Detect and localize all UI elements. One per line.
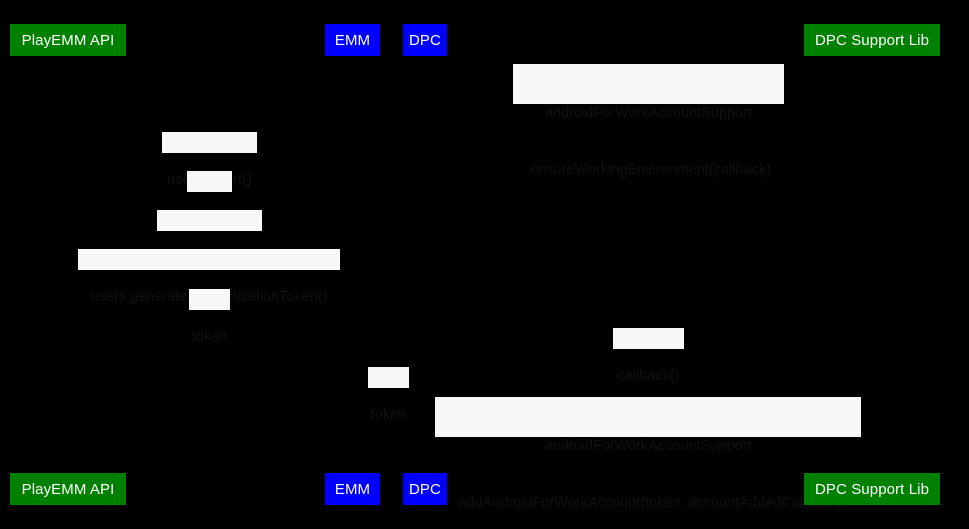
message-line-1: token <box>370 407 407 423</box>
actor-label-playemm-api-bottom: PlayEMM API <box>21 480 115 498</box>
message-arrow-users-insert <box>68 153 351 154</box>
message-arrow-users-update <box>68 231 351 232</box>
message-label-callback: callback() <box>613 328 684 384</box>
lifeline-dpc <box>424 56 425 473</box>
message-label-users-insert: users.insert() <box>162 132 257 188</box>
actor-box-dpc-support-lib-bottom[interactable]: DPC Support Lib <box>804 473 940 505</box>
message-label-token-to-emm: token <box>189 289 230 345</box>
actor-label-emm-bottom: EMM <box>334 480 371 498</box>
message-arrow-add-android-for-work-account <box>424 437 871 438</box>
message-line-2: .ensureWorkingEnvironment(callback) <box>526 162 771 178</box>
message-line-1: androidForWorkAccountSupport <box>544 438 752 454</box>
message-arrow-user-id <box>68 192 351 193</box>
lifeline-emm <box>351 56 352 473</box>
actor-box-emm-bottom[interactable]: EMM <box>325 473 380 505</box>
message-label-ensure-working-environment: androidForWorkAccountSupport .ensureWork… <box>513 64 784 178</box>
actor-box-dpc-bottom[interactable]: DPC <box>403 473 447 505</box>
message-line-1: token <box>191 329 228 345</box>
lifeline-dpc-support-lib <box>871 56 872 473</box>
message-label-users-generate-authentication-token: users.generateAuthenticationToken() <box>78 249 340 305</box>
actor-label-dpc-support-lib-top: DPC Support Lib <box>814 31 930 49</box>
message-label-add-android-for-work-account: androidForWorkAccountSupport .addAndroid… <box>435 397 861 511</box>
actor-box-playemm-api-top[interactable]: PlayEMM API <box>10 24 126 56</box>
lifeline-playemm-api <box>68 56 69 473</box>
actor-label-emm-top: EMM <box>334 31 371 49</box>
actor-box-dpc-top[interactable]: DPC <box>403 24 447 56</box>
message-arrow-users-generate-authentication-token <box>68 270 351 271</box>
message-line-2: .addAndroidForWorkAccount(token, account… <box>454 495 842 511</box>
actor-label-dpc-bottom: DPC <box>409 480 441 498</box>
message-label-token-to-dpc: token <box>368 367 409 423</box>
message-line-1: androidForWorkAccountSupport <box>545 105 752 121</box>
actor-label-dpc-support-lib-bottom: DPC Support Lib <box>814 480 930 498</box>
actor-label-dpc-top: DPC <box>409 31 441 49</box>
message-label-users-update: users.update() <box>157 210 262 266</box>
message-arrow-ensure-working-environment <box>424 104 871 105</box>
message-arrow-token-to-dpc <box>351 388 424 389</box>
actor-box-playemm-api-bottom[interactable]: PlayEMM API <box>10 473 126 505</box>
actor-box-dpc-support-lib-top[interactable]: DPC Support Lib <box>804 24 940 56</box>
message-arrow-callback <box>424 349 871 350</box>
message-arrow-token-to-emm <box>68 310 351 311</box>
message-label-user-id: userID <box>187 171 232 227</box>
message-line-1: callback() <box>617 368 680 384</box>
actor-box-emm-top[interactable]: EMM <box>325 24 380 56</box>
actor-label-playemm-api-top: PlayEMM API <box>21 31 115 49</box>
